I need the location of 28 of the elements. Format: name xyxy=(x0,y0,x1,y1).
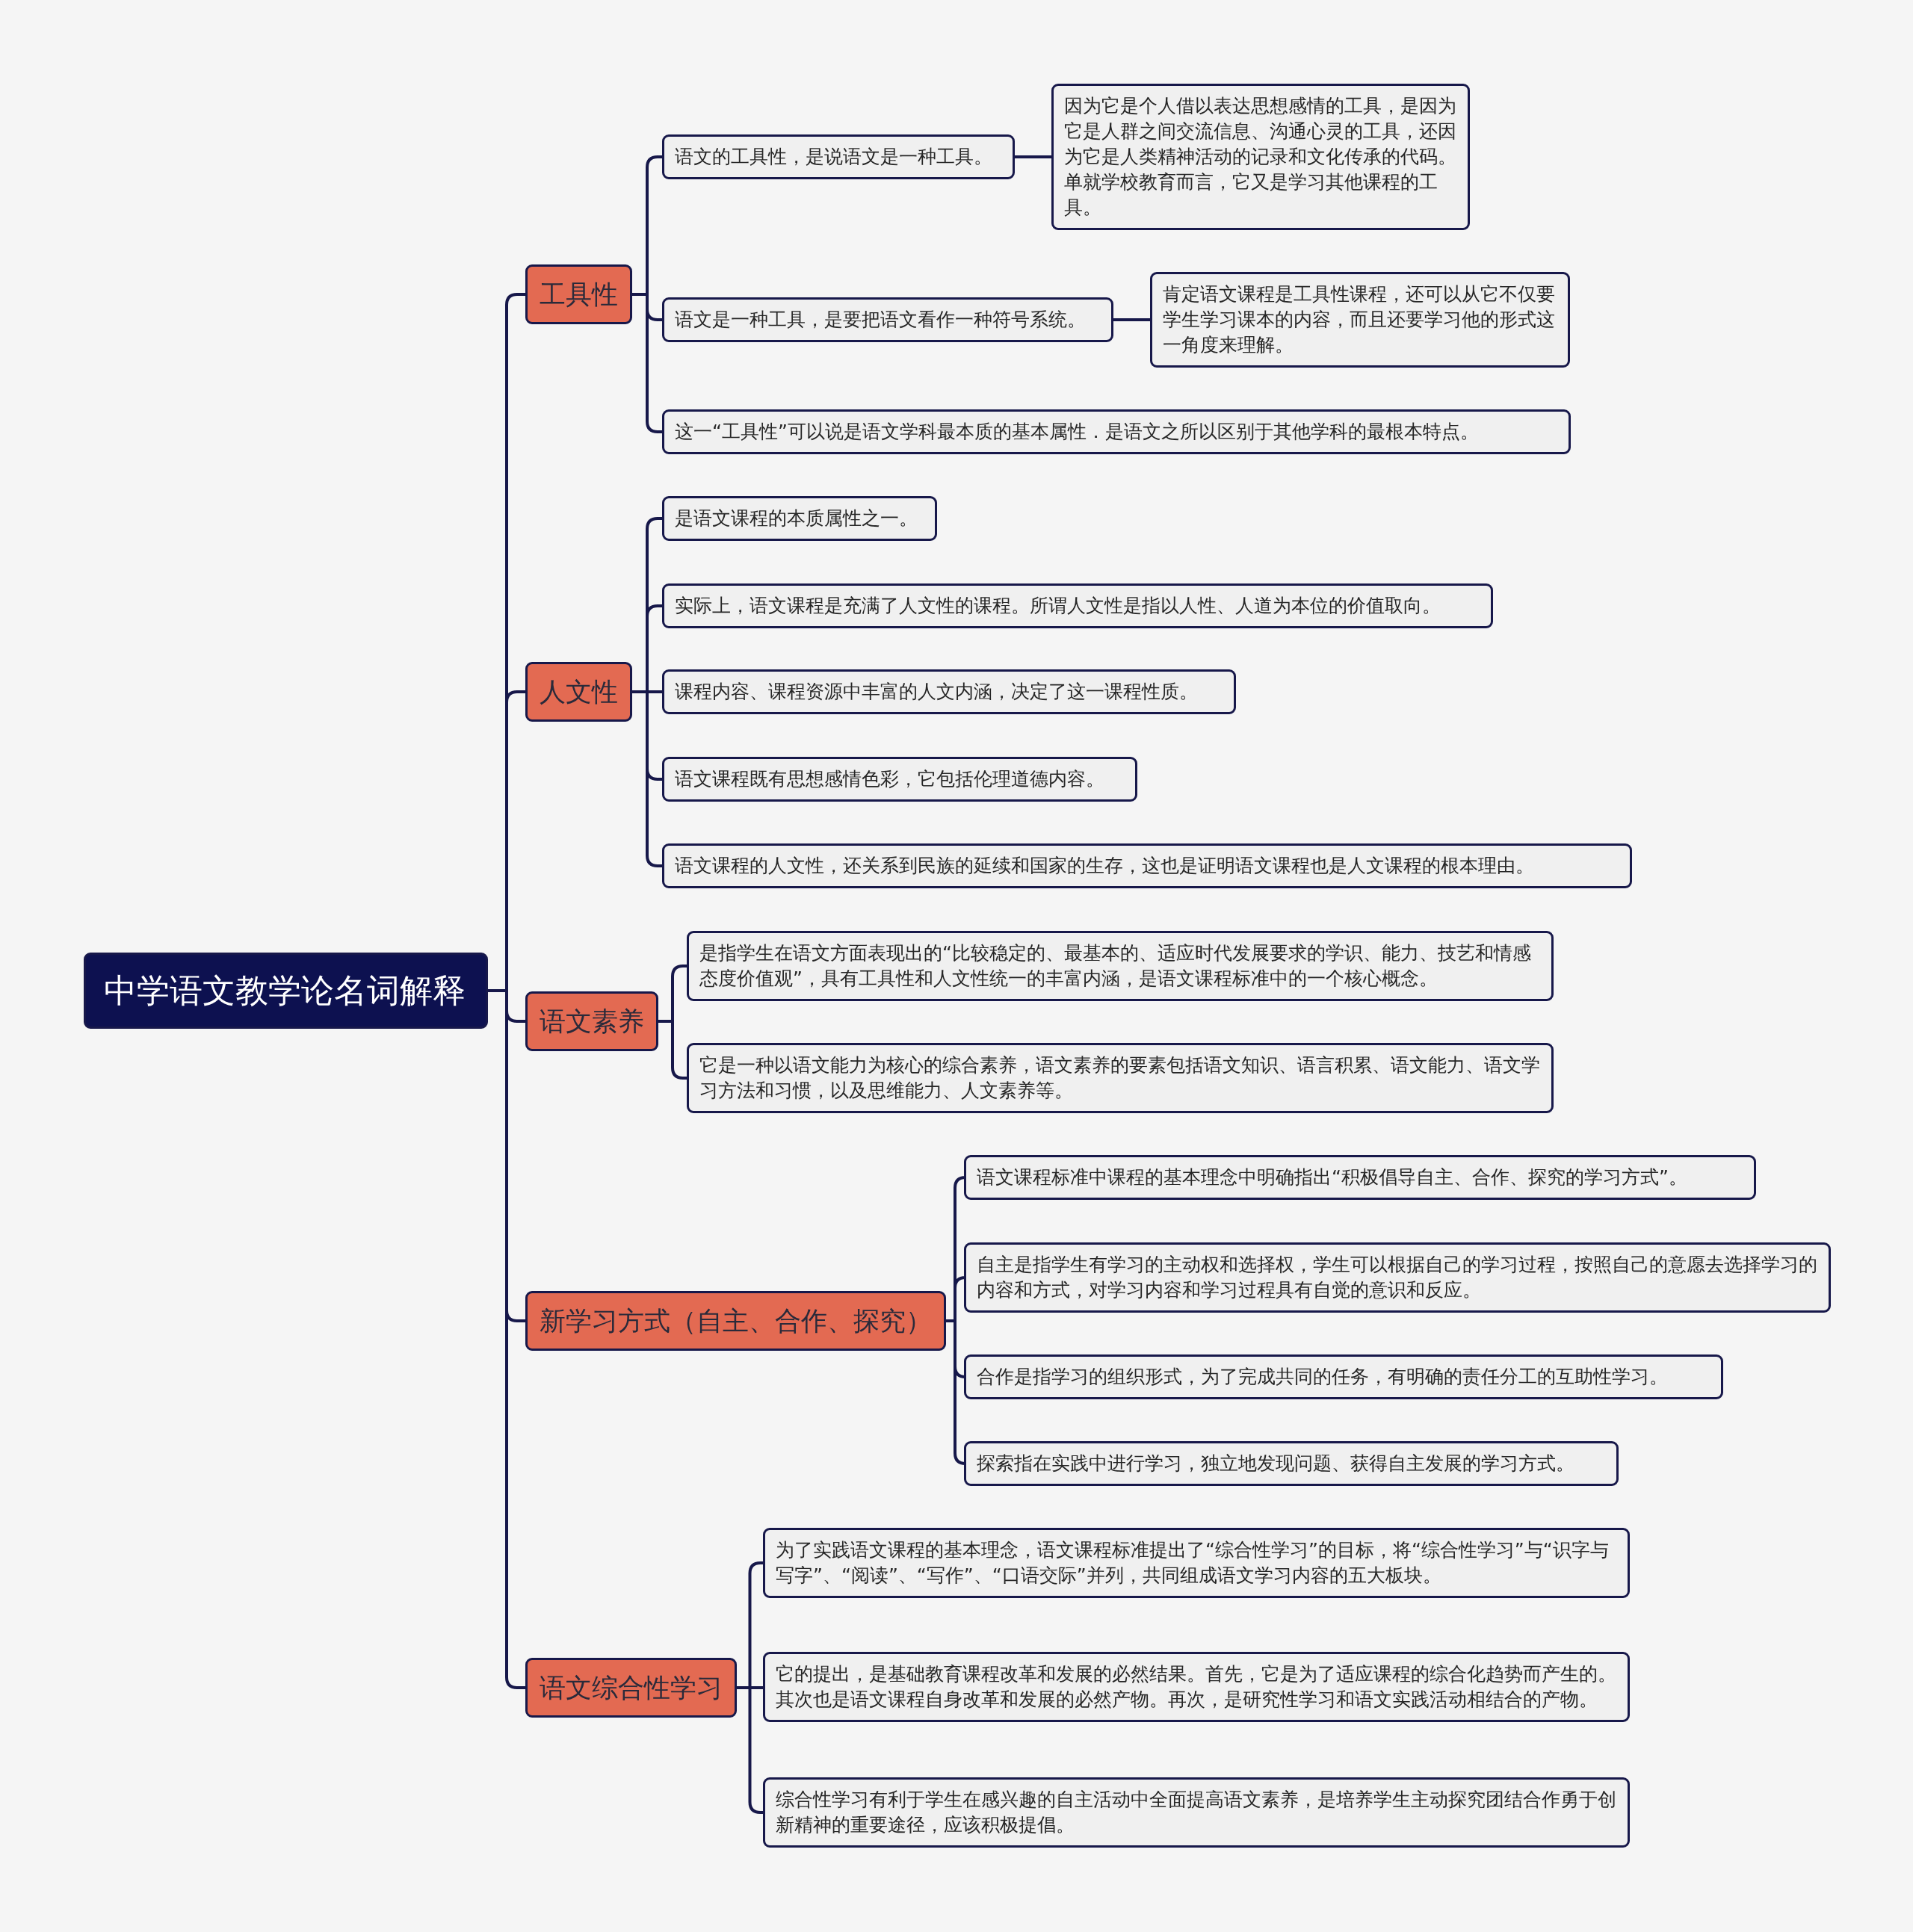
connector-line xyxy=(1113,318,1150,321)
note-box: 语文课程既有思想感情色彩，它包括伦理道德内容。 xyxy=(662,757,1137,802)
note-box: 语文课程的人文性，还关系到民族的延续和国家的生存，这也是证明语文课程也是人文课程的根本理由。 xyxy=(662,843,1632,888)
note-box: 是指学生在语文方面表现出的“比较稳定的、最基本的、适应时代发展要求的学识、能力、技艺和情感态度价值观”，具有工具性和人文性统一的丰富内涵，是语文课程标准中的一个核心概念。 xyxy=(687,931,1554,1001)
topic-box: 语文综合性学习 xyxy=(525,1658,737,1718)
note-box: 语文是一种工具，是要把语文看作一种符号系统。 xyxy=(662,297,1113,342)
note-box: 综合性学习有利于学生在感兴趣的自主活动中全面提高语文素养，是培养学生主动探究团结合作勇于创新精神的重要途径，应该积极提倡。 xyxy=(763,1777,1630,1848)
topic-box: 人文性 xyxy=(525,662,632,722)
note-box: 这一“工具性”可以说是语文学科最本质的基本属性．是语文之所以区别于其他学科的最根本特点。 xyxy=(662,409,1571,454)
note-box: 课程内容、课程资源中丰富的人文内涵，决定了这一课程性质。 xyxy=(662,669,1236,714)
connector-line xyxy=(658,1020,687,1080)
note-box: 它的提出，是基础教育课程改革和发展的必然结果。首先，它是为了适应课程的综合化趋势而产生的。其次也是语文课程自身改革和发展的必然产物。再次，是研究性学习和语文实践活动相结合的产物。 xyxy=(763,1652,1630,1722)
note-box: 肯定语文课程是工具性课程，还可以从它不仅要学生学习课本的内容，而且还要学习他的形式这一角度来理解。 xyxy=(1150,272,1570,368)
note-box: 语文的工具性，是说语文是一种工具。 xyxy=(662,134,1015,179)
note-box: 是语文课程的本质属性之一。 xyxy=(662,496,937,541)
note-box: 因为它是个人借以表达思想感情的工具，是因为它是人群之间交流信息、沟通心灵的工具，还因为它是人类精神活动的记录和文化传承的代码。单就学校教育而言，它又是学习其他课程的工具。 xyxy=(1051,84,1470,230)
topic-box: 新学习方式（自主、合作、探究） xyxy=(525,1291,946,1351)
connector-line xyxy=(1015,155,1051,158)
note-box: 探索指在实践中进行学习，独立地发现问题、获得自主发展的学习方式。 xyxy=(964,1441,1619,1486)
central-topic-box: 中学语文教学论名词解释 xyxy=(84,953,488,1029)
note-box: 语文课程标准中课程的基本理念中明确指出“积极倡导自主、合作、探究的学习方式”。 xyxy=(964,1155,1756,1200)
note-box: 合作是指学习的组织形式，为了完成共同的任务，有明确的责任分工的互助性学习。 xyxy=(964,1354,1723,1399)
topic-box: 语文素养 xyxy=(525,991,658,1051)
note-box: 它是一种以语文能力为核心的综合素养，语文素养的要素包括语文知识、语言积累、语文能力、语文学习方法和习惯，以及思维能力、人文素养等。 xyxy=(687,1043,1554,1113)
topic-box: 工具性 xyxy=(525,264,632,324)
note-box: 自主是指学生有学习的主动权和选择权，学生可以根据自己的学习过程，按照自己的意愿去选择学习的内容和方式，对学习内容和学习过程具有自觉的意识和反应。 xyxy=(964,1242,1831,1313)
note-box: 为了实践语文课程的基本理念，语文课程标准提出了“综合性学习”的目标，将“综合性学习”与“识字与写字”、“阅读”、“写作”、“口语交际”并列，共同组成语文学习内容的五大板块。 xyxy=(763,1528,1630,1598)
note-box: 实际上，语文课程是充满了人文性的课程。所谓人文性是指以人性、人道为本位的价值取向。 xyxy=(662,583,1493,628)
